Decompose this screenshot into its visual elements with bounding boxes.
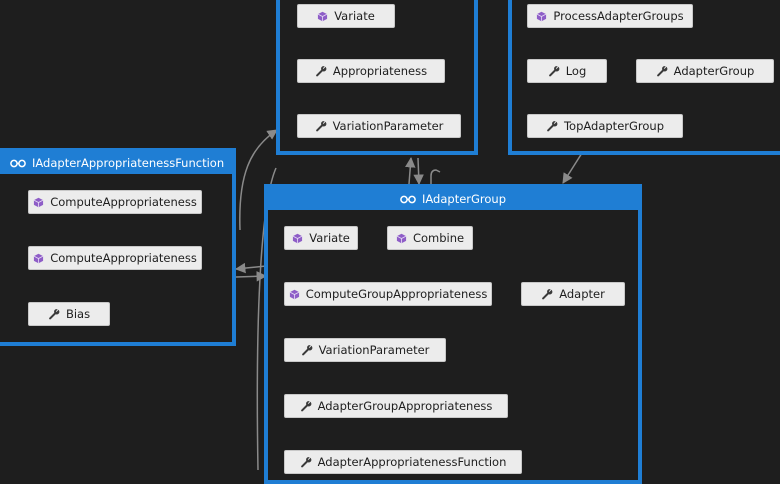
interface-icon xyxy=(10,159,26,168)
method-icon xyxy=(33,253,44,264)
wrench-icon xyxy=(548,65,560,77)
node-header[interactable]: IAdapterAppropriatenessFunction xyxy=(0,152,232,174)
member-log[interactable]: Log xyxy=(527,59,607,83)
member-adaptergroup[interactable]: AdapterGroup xyxy=(636,59,774,83)
member-bias[interactable]: Bias xyxy=(28,302,110,326)
method-icon xyxy=(317,11,328,22)
method-icon xyxy=(289,289,300,300)
node-variate-group[interactable]: Variate Appropriateness VariationParamet… xyxy=(276,0,478,155)
member-computegroupappropriateness[interactable]: ComputeGroupAppropriateness xyxy=(284,282,492,306)
member-combine[interactable]: Combine xyxy=(387,226,473,250)
edge-adaptergroup-to-function-a xyxy=(234,262,267,274)
member-topadaptergroup[interactable]: TopAdapterGroup xyxy=(527,114,683,138)
member-variationparameter[interactable]: VariationParameter xyxy=(297,114,461,138)
member-appropriateness[interactable]: Appropriateness xyxy=(297,59,445,83)
node-title: IAdapterGroup xyxy=(421,192,507,206)
method-icon xyxy=(33,197,44,208)
edge-self-loop xyxy=(430,169,441,222)
node-header[interactable]: IAdapterGroup xyxy=(268,188,638,210)
member-processadaptergroups[interactable]: ProcessAdapterGroups xyxy=(527,4,693,28)
member-adapterappropriatenessfunction[interactable]: AdapterAppropriatenessFunction xyxy=(284,450,522,474)
member-computeappropriateness-overload[interactable]: ComputeAppropriateness xyxy=(28,246,202,270)
node-process-group[interactable]: ProcessAdapterGroups Log AdapterGroup To… xyxy=(508,0,780,155)
edge-adaptergroup-to-variate-b xyxy=(413,157,424,186)
member-variate[interactable]: Variate xyxy=(284,226,358,250)
node-title: IAdapterAppropriatenessFunction xyxy=(32,156,225,170)
member-variationparameter[interactable]: VariationParameter xyxy=(284,338,446,362)
member-variate[interactable]: Variate xyxy=(297,4,395,28)
node-iadaptergroup[interactable]: IAdapterGroup Variate Combine ComputeGro… xyxy=(264,184,642,484)
method-icon xyxy=(396,233,407,244)
interface-icon xyxy=(400,195,416,204)
member-adapter[interactable]: Adapter xyxy=(521,282,625,306)
edge-function-to-variate xyxy=(239,129,278,231)
member-computeappropriateness[interactable]: ComputeAppropriateness xyxy=(28,190,202,214)
edge-process-to-adaptergroup xyxy=(562,152,583,184)
wrench-icon xyxy=(300,456,312,468)
method-icon xyxy=(536,11,547,22)
method-icon xyxy=(292,233,303,244)
wrench-icon xyxy=(315,120,327,132)
wrench-icon xyxy=(541,288,553,300)
wrench-icon xyxy=(656,65,668,77)
wrench-icon xyxy=(300,400,312,412)
wrench-icon xyxy=(301,344,313,356)
member-adaptergroupappropriateness[interactable]: AdapterGroupAppropriateness xyxy=(284,394,508,418)
wrench-icon xyxy=(48,308,60,320)
node-iadapterappropriatenessfunction[interactable]: IAdapterAppropriatenessFunction ComputeA… xyxy=(0,148,236,346)
edge-adaptergroup-to-function-b xyxy=(235,271,268,282)
edge-adaptergroup-to-variate-a xyxy=(405,156,416,185)
wrench-icon xyxy=(546,120,558,132)
wrench-icon xyxy=(315,65,327,77)
